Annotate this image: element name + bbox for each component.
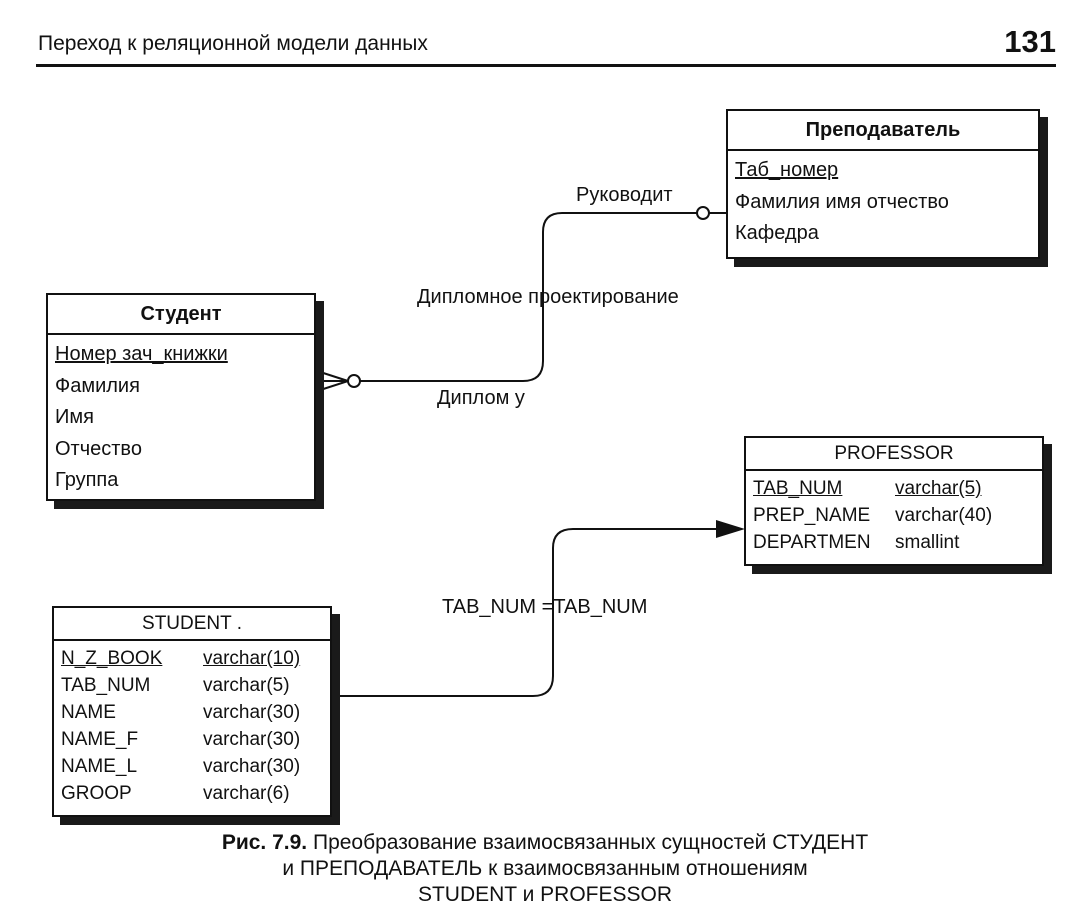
relationship-inverse-label: Диплом у (437, 387, 525, 409)
foreign-key-line (330, 528, 727, 697)
table-student-row: NAME_F varchar(30) (61, 726, 324, 753)
entity-student-attribute: Фамилия (55, 374, 140, 397)
table-student-title: STUDENT . (54, 608, 330, 641)
column-type: varchar(30) (203, 756, 301, 777)
page-number: 131 (1004, 24, 1056, 59)
column-name: PREP_NAME (753, 505, 871, 526)
figure-caption: Рис. 7.9. Преобразование взаимосвязанных… (0, 830, 1090, 908)
table-professor-key-row: TAB_NUM varchar(5) (753, 475, 1036, 502)
column-name: TAB_NUM (753, 478, 843, 499)
column-name: NAME_L (61, 756, 138, 777)
column-name: DEPARTMEN (753, 532, 871, 553)
entity-student-attribute: Группа (55, 469, 119, 491)
caption-line-1: Рис. 7.9. Преобразование взаимосвязанных… (0, 830, 1090, 856)
entity-student-attribute: Отчество (55, 437, 142, 460)
column-type: varchar(30) (203, 729, 301, 750)
table-student-key-row: N_Z_BOOK varchar(10) (61, 645, 324, 672)
table-professor-row: PREP_NAME varchar(40) (753, 502, 1036, 529)
column-name: TAB_NUM (61, 675, 151, 696)
table-student-row: NAME_L varchar(30) (61, 753, 324, 780)
caption-line-2: и ПРЕПОДАВАТЕЛЬ к взаимосвязанным отноше… (282, 857, 808, 880)
column-type: varchar(10) (203, 648, 301, 669)
table-professor-title: PROFESSOR (746, 438, 1042, 471)
column-type: varchar(5) (203, 675, 290, 696)
column-type: smallint (895, 532, 960, 553)
running-header-title: Переход к реляционной модели данных (38, 32, 428, 55)
column-name: N_Z_BOOK (61, 648, 163, 669)
relationship-name-label: Дипломное проектирование (417, 286, 679, 308)
entity-student-title: Студент (48, 295, 314, 335)
table-student-row: TAB_NUM varchar(5) (61, 672, 324, 699)
student-optional-circle (347, 374, 361, 388)
column-type: varchar(40) (895, 505, 993, 526)
header-rule (36, 64, 1056, 67)
entity-teacher-attribute: Кафедра (735, 222, 819, 244)
foreign-key-arrowhead (716, 520, 745, 538)
entity-teacher-attribute: Фамилия имя отчество (735, 190, 949, 213)
table-student-row: GROOP varchar(6) (61, 780, 324, 807)
caption-text: Преобразование взаимосвязанных сущностей… (312, 831, 869, 854)
column-name: NAME (61, 702, 116, 723)
table-student: STUDENT . N_Z_BOOK varchar(10) TAB_NUM v… (52, 606, 332, 817)
column-type: varchar(5) (895, 478, 982, 499)
table-professor-row: DEPARTMEN smallint (753, 529, 1036, 556)
column-name: NAME_F (61, 729, 139, 750)
relationship-verb-label: Руководит (576, 184, 673, 206)
caption-line-3: STUDENT и PROFESSOR (417, 883, 673, 906)
entity-student-attribute: Имя (55, 406, 94, 428)
entity-student-key-attribute: Номер зач_книжки (55, 343, 228, 365)
entity-teacher-key-attribute: Таб_номер (735, 159, 839, 181)
column-type: varchar(6) (203, 783, 290, 804)
figure-label: Рис. 7.9. (221, 831, 308, 854)
column-name: GROOP (61, 783, 132, 804)
entity-teacher: Преподаватель Таб_номер Фамилия имя отче… (726, 109, 1040, 259)
column-type: varchar(30) (203, 702, 301, 723)
logical-relationship-line (357, 212, 727, 382)
table-professor: PROFESSOR TAB_NUM varchar(5) PREP_NAME v… (744, 436, 1044, 566)
entity-student: Студент Номер зач_книжки Фамилия Имя Отч… (46, 293, 316, 501)
entity-teacher-title: Преподаватель (728, 111, 1038, 151)
teacher-optional-circle (696, 206, 710, 220)
foreign-key-label: TAB_NUM =TAB_NUM (442, 596, 648, 618)
many-crowfoot (313, 369, 349, 393)
table-student-row: NAME varchar(30) (61, 699, 324, 726)
